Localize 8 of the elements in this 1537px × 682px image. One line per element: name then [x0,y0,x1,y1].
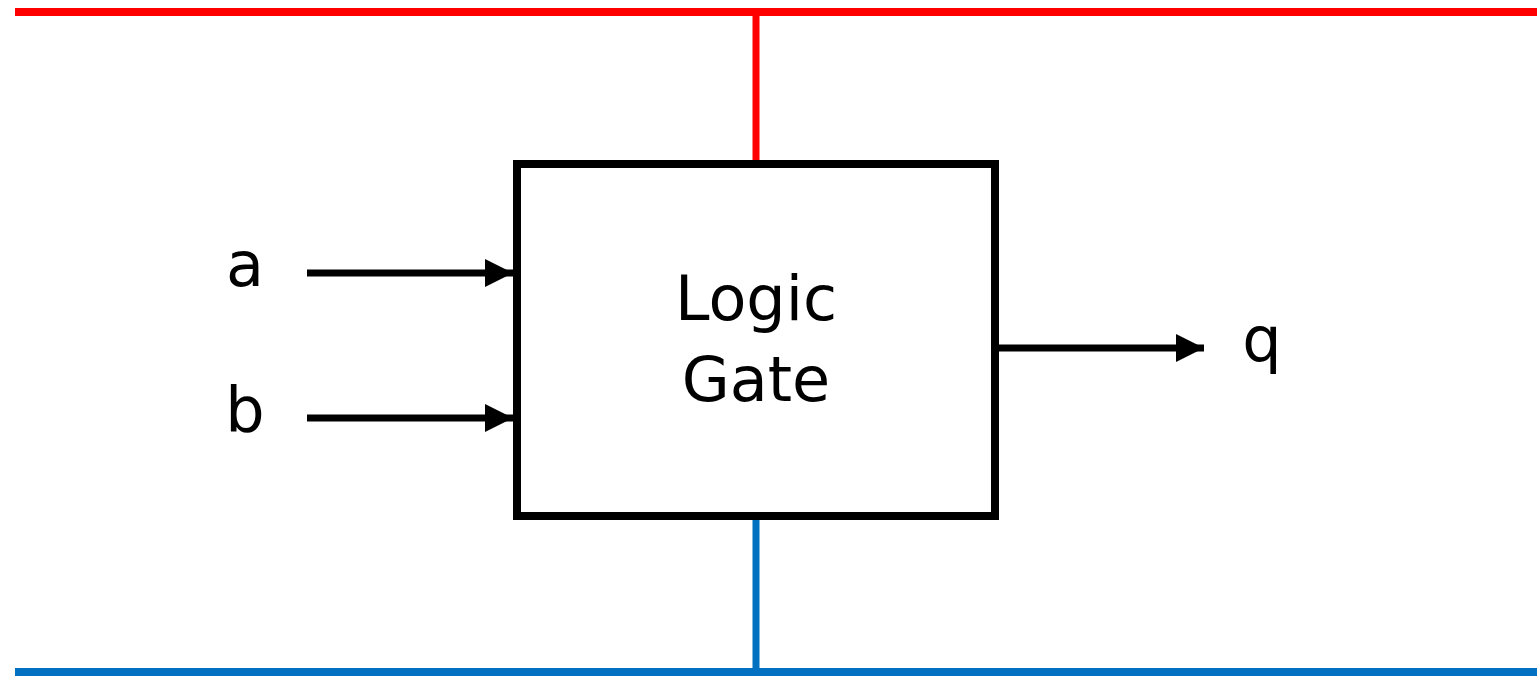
output-label: q [1242,301,1282,378]
input-label: a [226,226,264,303]
input-label: b [225,371,265,448]
wire [752,520,760,668]
gate-label: Logic Gate [673,261,839,418]
ground-rail [15,668,1537,676]
power-rail [15,8,1537,16]
logic-gate-box [513,160,999,520]
